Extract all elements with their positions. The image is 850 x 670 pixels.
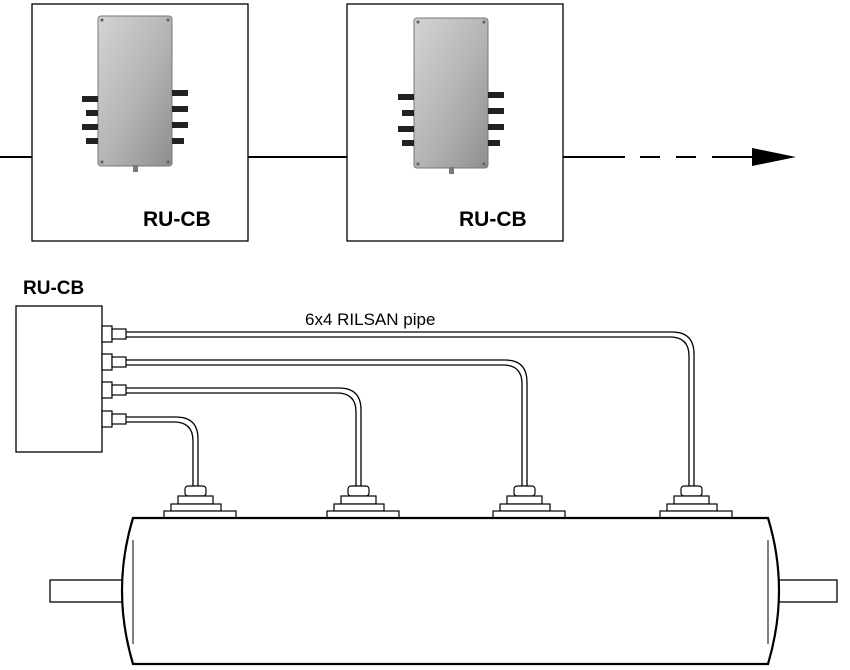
tank-left-stub: [49, 579, 126, 603]
ru-cb-unit-schematic: [15, 305, 127, 453]
chain-arrowhead: [752, 148, 796, 166]
enclosure-image: [398, 17, 504, 174]
tank-fittings: [163, 485, 733, 519]
box-left-label: RU-CB: [143, 208, 211, 231]
pipe-label: 6x4 RILSAN pipe: [305, 310, 435, 329]
fitting-2: [326, 485, 400, 519]
fitting-1: [163, 485, 237, 519]
box-right-label: RU-CB: [459, 208, 527, 231]
ru-cb-box-right: RU-CB: [346, 3, 564, 242]
rilsan-pipes: [126, 331, 695, 486]
tank: [49, 516, 838, 666]
fitting-3: [492, 485, 566, 519]
ru-cb-box-left: RU-CB: [31, 3, 249, 242]
fitting-4: [659, 485, 733, 519]
enclosure-image: [82, 15, 188, 172]
tank-body: [120, 516, 781, 666]
lower-unit-label: RU-CB: [23, 278, 84, 299]
